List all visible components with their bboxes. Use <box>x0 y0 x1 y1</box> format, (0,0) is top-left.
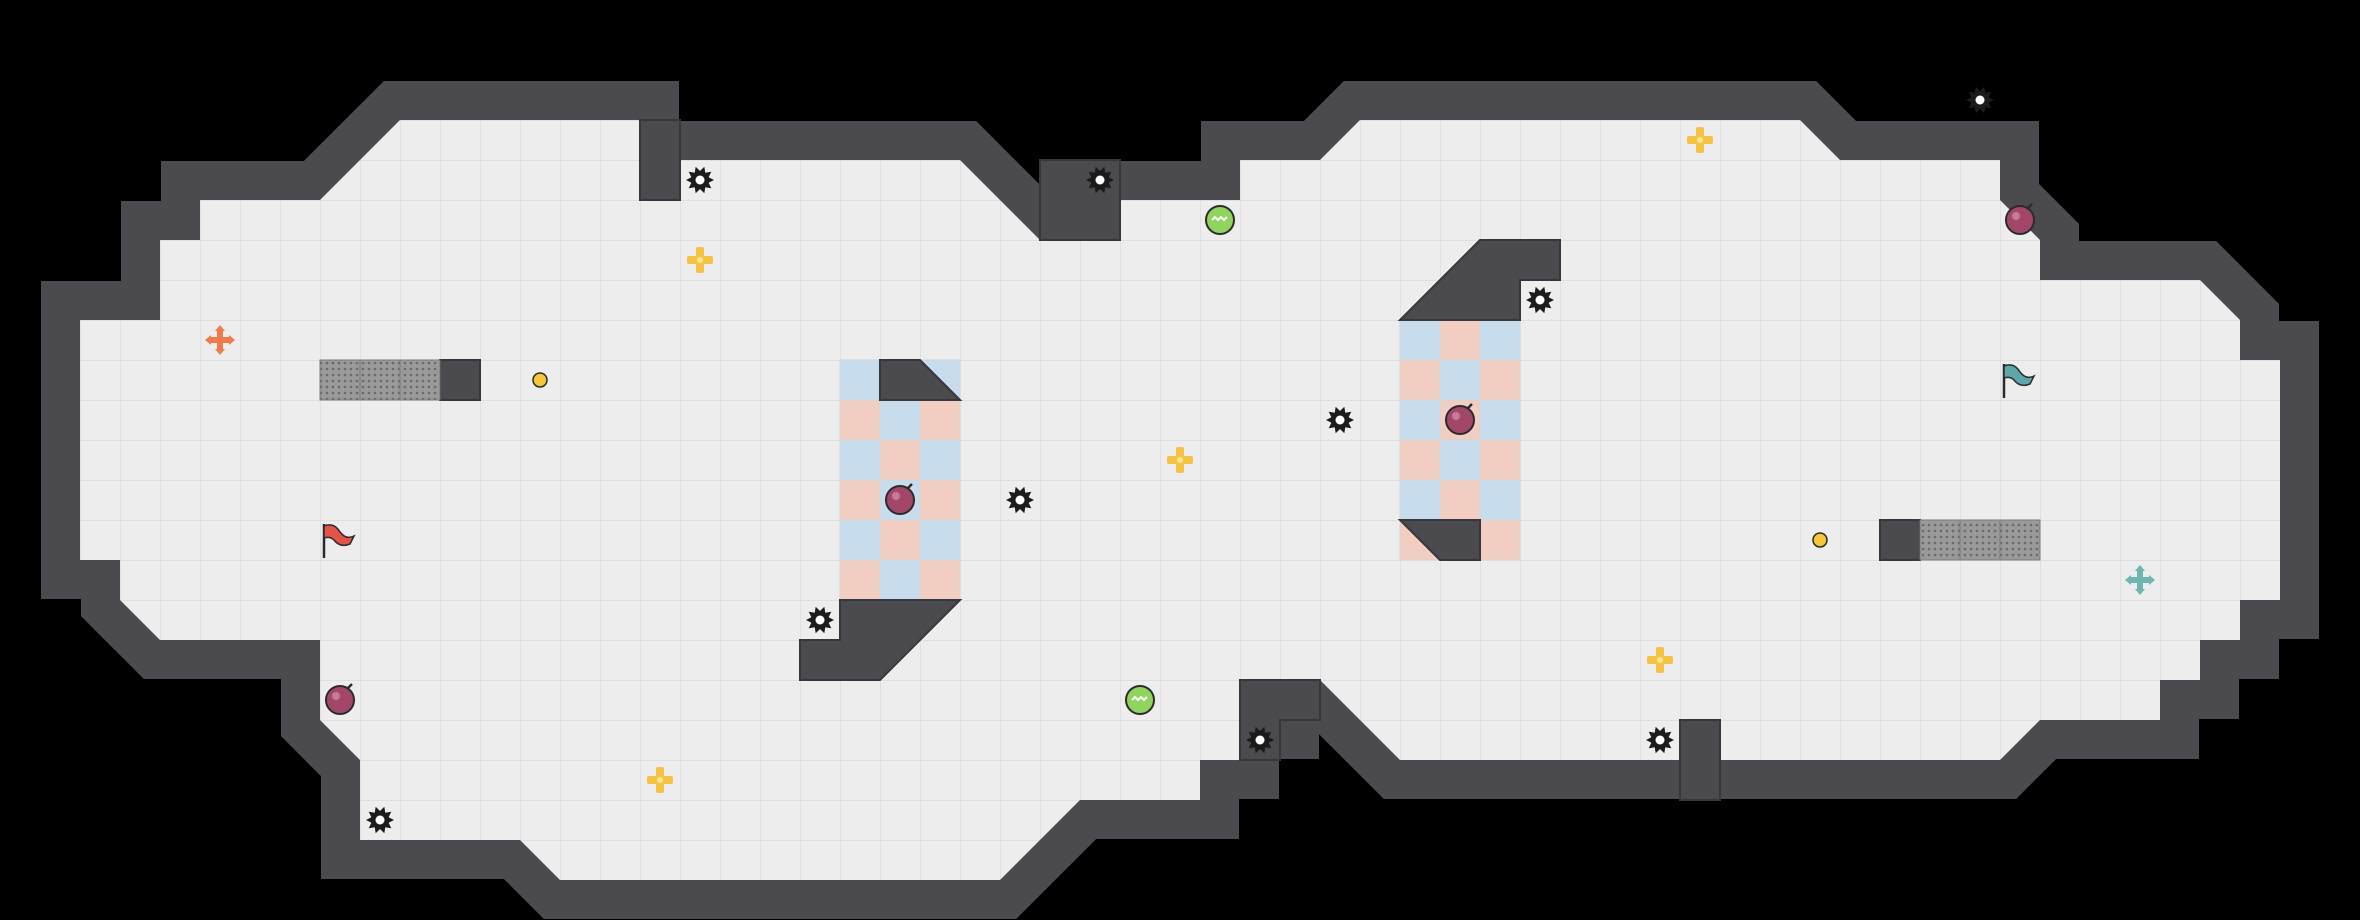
red-team-tile <box>839 559 881 601</box>
powerup-icon <box>1167 447 1193 473</box>
red-team-tile <box>1439 479 1481 521</box>
blue-team-tile <box>1399 319 1441 361</box>
blue-team-tile <box>1399 479 1441 521</box>
wall-ramp <box>879 359 963 401</box>
grate-tile-icon <box>359 359 401 401</box>
spike-mine-icon <box>1086 166 1114 194</box>
blue-team-tile <box>1479 479 1521 521</box>
coin-icon <box>532 372 548 388</box>
blue-team-tile <box>919 519 961 561</box>
spike-mine-icon <box>1966 86 1994 114</box>
wall-block <box>439 359 481 401</box>
coin-icon <box>1812 532 1828 548</box>
red-team-tile <box>879 519 921 561</box>
blue-team-tile <box>1439 359 1481 401</box>
powerup-icon <box>1687 127 1713 153</box>
wall-pillar <box>639 119 681 201</box>
spike-mine-icon <box>1326 406 1354 434</box>
wall-ramp <box>799 599 963 681</box>
blue-team-tile <box>839 519 881 561</box>
red-team-tile <box>1479 439 1521 481</box>
spike-mine-icon <box>366 806 394 834</box>
blue-team-tile <box>1479 399 1521 441</box>
red-team-tile <box>919 479 961 521</box>
blue-team-tile <box>919 439 961 481</box>
wall-ramp <box>1397 519 1481 561</box>
blue-team-flag-icon <box>2002 364 2036 398</box>
wall-pillar <box>1039 159 1121 241</box>
red-team-tile <box>839 479 881 521</box>
blue-team-tile <box>839 359 881 401</box>
red-team-tile <box>919 559 961 601</box>
arena-floor <box>80 120 2280 880</box>
blue-team-tile <box>879 559 921 601</box>
wall-step <box>1679 719 1721 801</box>
red-team-tile <box>1479 359 1521 401</box>
red-team-tile <box>879 439 921 481</box>
red-team-tile <box>1439 319 1481 361</box>
grate-tile-icon <box>319 359 361 401</box>
blue-team-tile <box>1439 439 1481 481</box>
red-team-tile <box>839 399 881 441</box>
powerup-icon <box>1647 647 1673 673</box>
wall-ramp <box>1397 239 1561 321</box>
grate-tile-icon <box>1959 519 2001 561</box>
spike-mine-icon <box>1006 486 1034 514</box>
speed-boost-icon <box>1125 685 1155 715</box>
wall-block <box>1879 519 1921 561</box>
spike-mine-icon <box>1246 726 1274 754</box>
red-team-tile <box>1399 439 1441 481</box>
blue-team-tile <box>1399 399 1441 441</box>
blue-team-tile <box>839 439 881 481</box>
red-team-tile <box>1399 359 1441 401</box>
red-team-tile <box>919 399 961 441</box>
spike-mine-icon <box>1526 286 1554 314</box>
map-items <box>205 86 2155 834</box>
grate-tile-icon <box>399 359 441 401</box>
powerup-icon <box>647 767 673 793</box>
spike-mine-icon <box>686 166 714 194</box>
powerup-icon <box>687 247 713 273</box>
spike-mine-icon <box>1646 726 1674 754</box>
grate-tile-icon <box>1919 519 1961 561</box>
spike-mine-icon <box>806 606 834 634</box>
speed-boost-icon <box>1205 205 1235 235</box>
inner-walls <box>319 119 2041 801</box>
bomb-icon <box>325 683 355 715</box>
grate-tile-icon <box>1999 519 2041 561</box>
blue-spawn-marker-icon <box>2125 565 2155 595</box>
blue-team-tile <box>879 399 921 441</box>
bomb-icon <box>885 483 915 515</box>
red-team-tile <box>1479 519 1521 561</box>
blue-team-tile <box>1479 319 1521 361</box>
red-team-flag-icon <box>322 524 356 558</box>
red-spawn-marker-icon <box>205 325 235 355</box>
bomb-icon <box>1445 403 1475 435</box>
bomb-icon <box>2005 203 2035 235</box>
